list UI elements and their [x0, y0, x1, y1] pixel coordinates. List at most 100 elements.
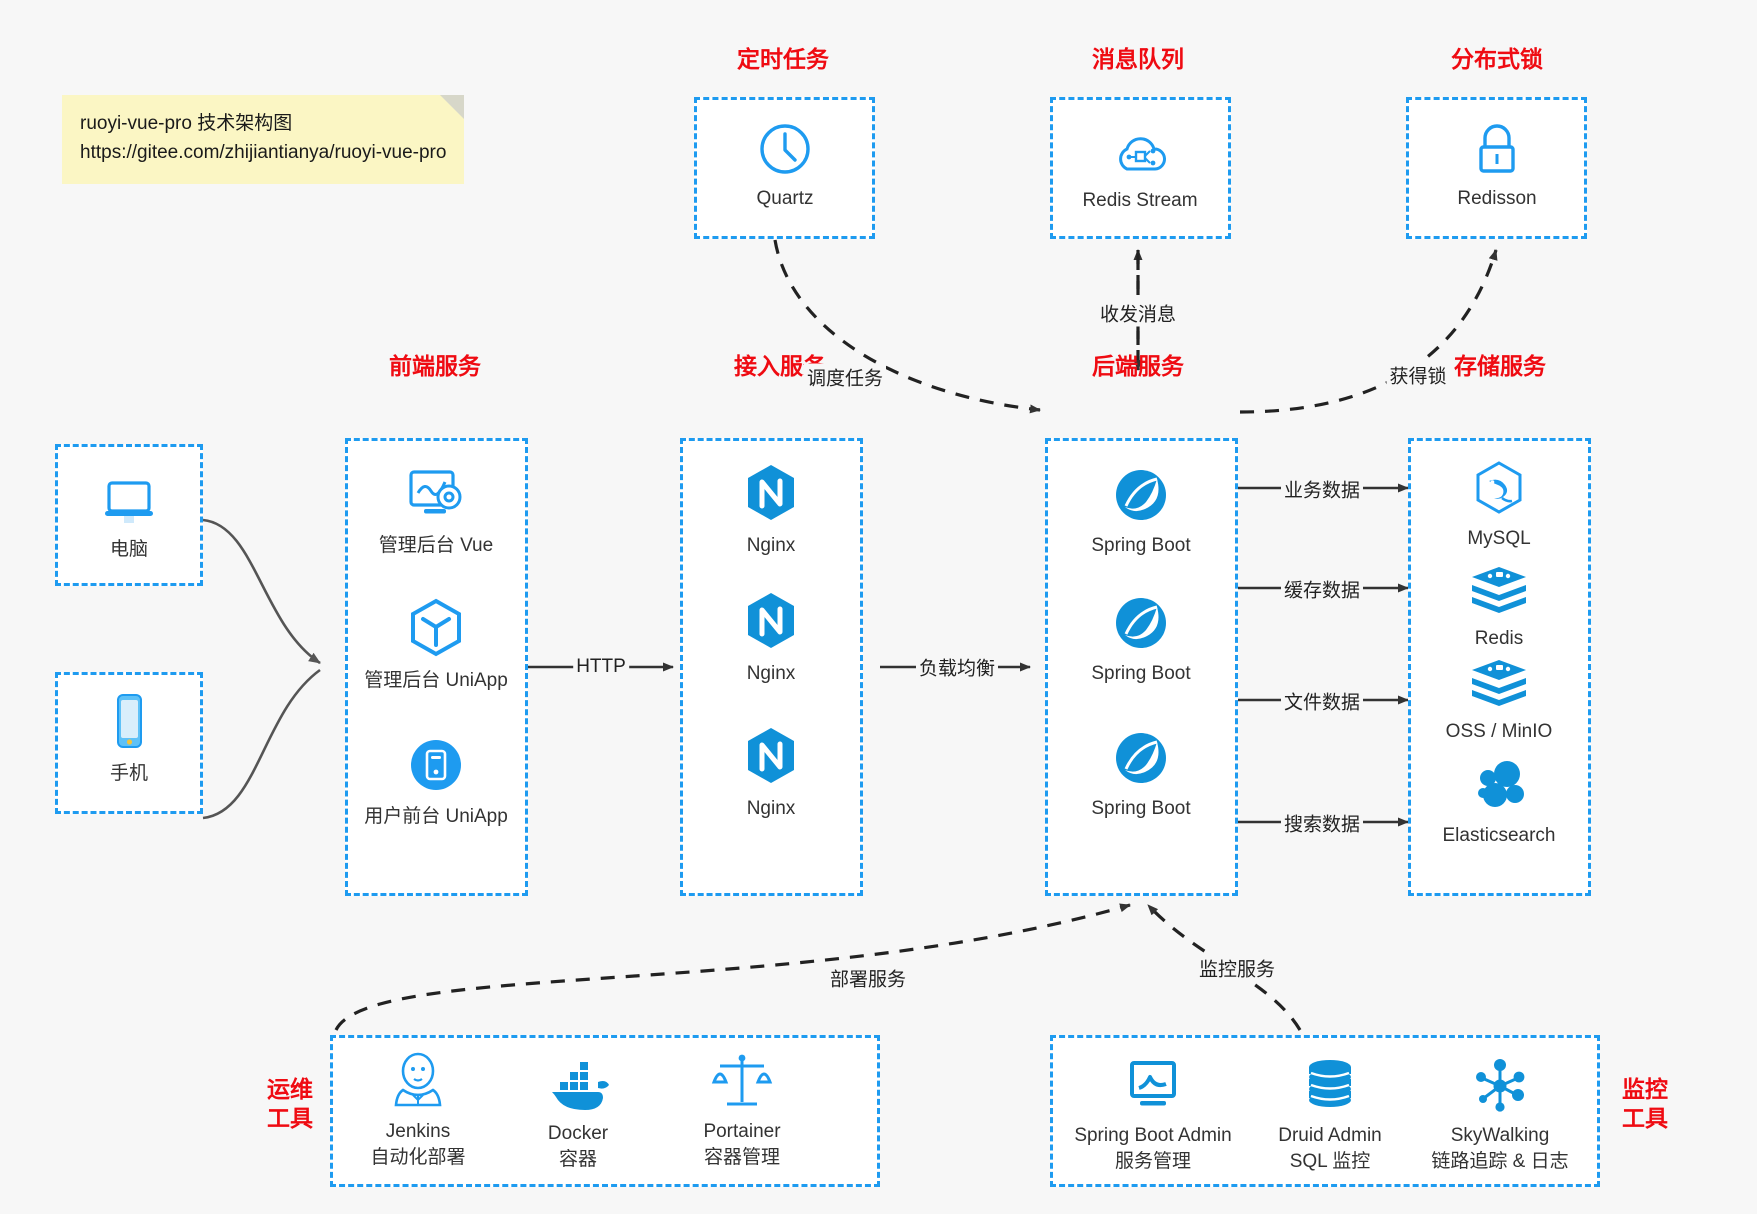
group-lock: [1406, 97, 1587, 239]
node-label: 管理后台 UniApp: [364, 670, 508, 691]
edge-label-mq-messages: 收发消息: [1096, 299, 1180, 327]
spring-boot-icon: [1056, 462, 1226, 524]
node-redis-stream[interactable]: Redis Stream: [1055, 117, 1225, 214]
note-line-2: https://gitee.com/zhijiantianya/ruoyi-vu…: [80, 142, 447, 164]
edge-label-schedule-task: 调度任务: [803, 363, 887, 391]
node-spring-boot-2[interactable]: Spring Boot: [1056, 590, 1226, 687]
edge-label-cache-data: 缓存数据: [1280, 575, 1364, 603]
cloud-network-icon: [1055, 117, 1225, 179]
node-admin-vue[interactable]: 管理后台 Vue: [351, 462, 521, 559]
node-spring-boot-3[interactable]: Spring Boot: [1056, 725, 1226, 822]
note-fold-corner: [440, 95, 465, 119]
node-mysql[interactable]: MySQL: [1414, 455, 1584, 552]
node-mobile[interactable]: 手机: [44, 690, 214, 787]
edge-label-monitor-service: 监控服务: [1195, 954, 1279, 982]
node-redis[interactable]: Redis: [1414, 555, 1584, 652]
group-title-backend: 后端服务: [1092, 353, 1184, 379]
mobile-icon: [44, 690, 214, 752]
edge-label-load-balance: 负载均衡: [915, 653, 999, 681]
node-elasticsearch[interactable]: Elasticsearch: [1414, 752, 1584, 849]
group-title-storage: 存储服务: [1454, 353, 1546, 379]
monitoring-title-line-1: 监控: [1622, 1076, 1668, 1102]
node-user-uniapp[interactable]: 用户前台 UniApp: [351, 733, 521, 830]
node-label: Spring Boot: [1091, 798, 1191, 819]
node-nginx-3[interactable]: Nginx: [686, 725, 856, 822]
jenkins-icon: [333, 1048, 503, 1110]
group-title-frontend: 前端服务: [389, 353, 481, 379]
devops-title-line-1: 运维: [267, 1076, 313, 1102]
docker-icon: [493, 1050, 663, 1112]
group-frontend: [345, 438, 528, 896]
node-portainer[interactable]: Portainer 容器管理: [657, 1048, 827, 1170]
spring-boot-icon: [1056, 725, 1226, 787]
diagram-note: ruoyi-vue-pro 技术架构图 https://gitee.com/zh…: [62, 95, 465, 184]
node-admin-uniapp[interactable]: 管理后台 UniApp: [351, 597, 521, 694]
nginx-icon: [686, 462, 856, 524]
mobile-circle-icon: [351, 733, 521, 795]
nginx-icon: [686, 590, 856, 652]
node-skywalking[interactable]: SkyWalking 链路追踪 & 日志: [1415, 1052, 1585, 1174]
node-oss-minio[interactable]: OSS / MinIO: [1414, 648, 1584, 745]
node-label: 手机: [109, 763, 148, 784]
node-label: Docker: [547, 1123, 609, 1144]
edge-label-search-data: 搜索数据: [1280, 809, 1364, 837]
group-devops: [330, 1035, 880, 1187]
note-line-1: ruoyi-vue-pro 技术架构图: [80, 113, 293, 134]
node-quartz[interactable]: Quartz: [700, 115, 870, 212]
node-label: 用户前台 UniApp: [364, 806, 508, 827]
node-sublabel: 自动化部署: [370, 1146, 466, 1168]
edge-label-deploy-service: 部署服务: [826, 964, 910, 992]
skywalking-icon: [1415, 1052, 1585, 1114]
group-scheduler: [694, 97, 875, 239]
node-docker[interactable]: Docker 容器: [493, 1050, 663, 1172]
nginx-icon: [686, 725, 856, 787]
node-sublabel: 链路追踪 & 日志: [1431, 1150, 1569, 1172]
node-sublabel: SQL 监控: [1289, 1150, 1371, 1172]
node-label: Portainer: [703, 1121, 781, 1142]
node-label: Elasticsearch: [1442, 825, 1556, 846]
node-label: Redisson: [1457, 188, 1537, 209]
node-label: Nginx: [746, 798, 796, 819]
mysql-icon: [1414, 455, 1584, 517]
scales-icon: [657, 1048, 827, 1110]
monitor-chart-icon: [1068, 1052, 1238, 1114]
node-sublabel: 容器管理: [703, 1146, 780, 1168]
node-redisson[interactable]: Redisson: [1412, 115, 1582, 212]
node-label: OSS / MinIO: [1445, 721, 1553, 742]
group-title-lock: 分布式锁: [1451, 46, 1543, 72]
node-label: Redis: [1474, 628, 1524, 649]
node-nginx-2[interactable]: Nginx: [686, 590, 856, 687]
redis-icon: [1414, 555, 1584, 617]
node-label: 管理后台 Vue: [378, 535, 494, 556]
edge-label-file-data: 文件数据: [1280, 687, 1364, 715]
node-jenkins[interactable]: Jenkins 自动化部署: [333, 1048, 503, 1170]
node-label: Spring Boot: [1091, 663, 1191, 684]
node-label: Jenkins: [385, 1121, 451, 1142]
group-title-scheduler: 定时任务: [737, 46, 829, 72]
node-druid-admin[interactable]: Druid Admin SQL 监控: [1245, 1052, 1415, 1174]
node-label: Druid Admin: [1278, 1125, 1382, 1146]
group-title-monitoring: 监控 工具: [1610, 1075, 1680, 1133]
node-spring-boot-admin[interactable]: Spring Boot Admin 服务管理: [1068, 1052, 1238, 1174]
node-label: MySQL: [1467, 528, 1531, 549]
oss-icon: [1414, 648, 1584, 710]
node-sublabel: 容器: [558, 1148, 597, 1170]
edge-label-acquire-lock: 获得锁: [1386, 361, 1450, 389]
node-sublabel: 服务管理: [1114, 1150, 1191, 1172]
node-label: Spring Boot: [1091, 535, 1191, 556]
devops-title-line-2: 工具: [267, 1104, 313, 1131]
node-label: Redis Stream: [1082, 190, 1198, 211]
node-label: Nginx: [746, 663, 796, 684]
group-title-mq: 消息队列: [1092, 46, 1184, 72]
node-nginx-1[interactable]: Nginx: [686, 462, 856, 559]
node-desktop[interactable]: 电脑: [44, 466, 214, 563]
node-spring-boot-1[interactable]: Spring Boot: [1056, 462, 1226, 559]
edge-label-http: HTTP: [573, 656, 629, 678]
monitoring-title-line-2: 工具: [1622, 1104, 1668, 1131]
lock-icon: [1412, 115, 1582, 177]
group-title-devops: 运维 工具: [255, 1075, 325, 1133]
hexagon-cube-icon: [351, 597, 521, 659]
spring-boot-icon: [1056, 590, 1226, 652]
node-label: Spring Boot Admin: [1074, 1125, 1232, 1146]
